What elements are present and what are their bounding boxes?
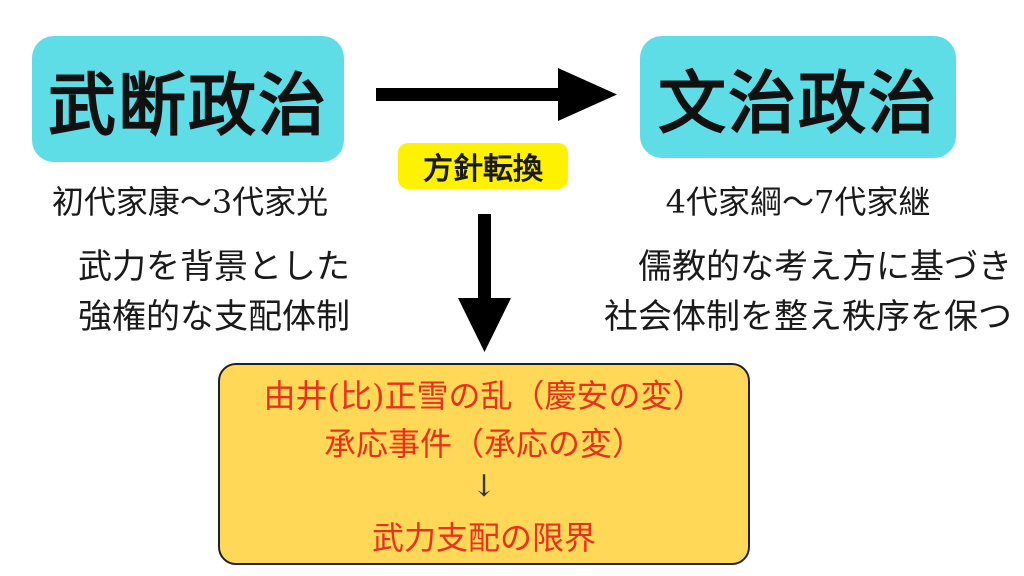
left-desc-line: 強権的な支配体制	[78, 297, 350, 337]
bushi-seiji-box: 武断政治	[32, 36, 344, 162]
horizontal-arrow	[376, 68, 617, 121]
event-keian: 由井(比)正雪の乱（慶安の変）	[263, 377, 705, 415]
right-description: 儒教的な考え方に基づき 社会体制を整え秩序を保つ	[560, 242, 1012, 342]
policy-change-badge: 方針転換	[398, 143, 568, 189]
right-desc-line: 社会体制を整え秩序を保つ	[604, 297, 1012, 337]
bushi-seiji-title: 武断政治	[47, 66, 328, 146]
policy-change-label: 方針転換	[423, 152, 543, 187]
left-description: 武力を背景とした 強権的な支配体制	[20, 242, 350, 342]
event-joo: 承応事件（承応の変）	[323, 425, 644, 463]
bunchi-seiji-box: 文治政治	[640, 36, 956, 158]
event-result: 武力支配の限界	[371, 519, 596, 557]
left-era-caption: 初代家康～3代家光	[51, 183, 329, 221]
vertical-arrow	[458, 214, 511, 352]
left-desc-line: 武力を背景とした	[78, 247, 350, 287]
bunchi-seiji-title: 文治政治	[657, 64, 938, 144]
down-arrow-icon: ↓	[471, 469, 497, 504]
right-era-caption: 4代家綱～7代家継	[665, 183, 931, 221]
right-desc-line: 儒教的な考え方に基づき	[638, 247, 1012, 287]
events-box: 由井(比)正雪の乱（慶安の変） 承応事件（承応の変） ↓ 武力支配の限界	[218, 363, 750, 565]
